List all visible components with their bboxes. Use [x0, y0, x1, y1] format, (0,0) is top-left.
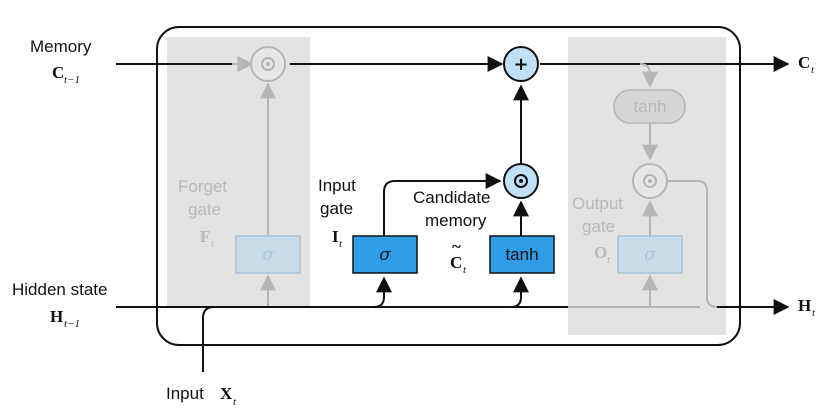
candidate-feed [510, 276, 529, 308]
forget-sigma-box [235, 235, 301, 274]
hidden-out-symbol: H [798, 296, 811, 315]
output-mult-ring [643, 174, 657, 188]
hidden-out-subscript: t [812, 307, 816, 319]
input-label: Input [166, 384, 204, 403]
input-gate-sigma-label: σ [379, 245, 391, 265]
lstm-cell-border [156, 26, 741, 346]
output-gate-label-1: Output [572, 194, 623, 213]
output-gate-label-2: gate [582, 217, 615, 236]
output-subscript: t [607, 254, 611, 266]
hidden-symbol: H [50, 307, 63, 326]
memory-out-subscript: t [811, 64, 815, 76]
input-gate-feed [373, 276, 392, 308]
candidate-label-1: Candidate [413, 188, 491, 207]
input-gate-to-mult [383, 173, 502, 236]
add-node [503, 46, 539, 82]
candidate-tilde: ~ [452, 237, 461, 256]
output-tanh-label: tanh [633, 97, 666, 116]
input-symbol: X [220, 384, 233, 403]
forget-mult-dot [261, 57, 275, 71]
input-mult-ring [514, 174, 528, 188]
output-mult-to-hidden-faded [667, 180, 718, 308]
input-mult-dot [519, 179, 523, 183]
memory-symbol: C [52, 63, 64, 82]
forget-symbol: F [200, 227, 210, 246]
candidate-label-2: memory [425, 211, 487, 230]
output-sigma-label: σ [644, 245, 656, 265]
forget-gate-label-2: gate [188, 200, 221, 219]
output-mult-dot [648, 179, 652, 183]
candidate-symbol: C [450, 253, 462, 272]
input-gate-label-2: gate [320, 199, 353, 218]
forget-subscript: t [211, 238, 215, 250]
add-node-label: + [513, 54, 528, 75]
forget-mult-dot-center [266, 62, 270, 66]
memory-subscript: t−1 [64, 74, 80, 86]
hidden-subscript: t−1 [64, 318, 80, 330]
memory-out-symbol: C [798, 53, 810, 72]
forget-sigma-label: σ [262, 245, 274, 265]
input-x-line [202, 306, 215, 372]
input-subscript: t [233, 396, 237, 408]
input-gate-sigma-box[interactable] [352, 235, 418, 274]
candidate-subscript: t [463, 264, 467, 276]
memory-to-output-tanh-faded [639, 63, 658, 88]
input-gate-symbol: I [332, 227, 339, 246]
output-sigma-box [617, 235, 683, 274]
input-gate-subscript: t [339, 238, 343, 250]
input-gate-label-1: Input [318, 176, 356, 195]
candidate-tanh-label: tanh [505, 245, 538, 264]
output-symbol: O [594, 243, 607, 262]
memory-label: Memory [30, 37, 92, 56]
forget-gate-label-1: Forget [178, 177, 227, 196]
candidate-tanh-box[interactable] [489, 235, 555, 274]
hidden-state-label: Hidden state [12, 280, 107, 299]
